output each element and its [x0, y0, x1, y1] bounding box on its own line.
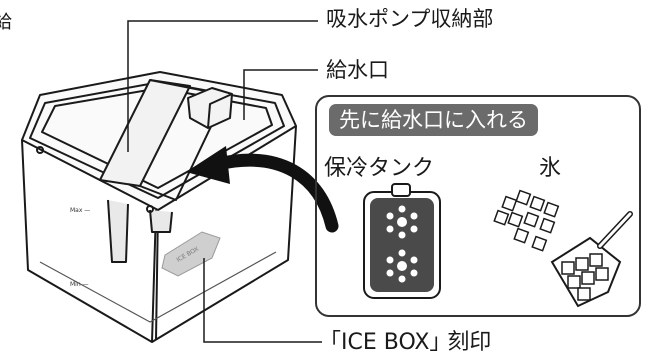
water-tank — [21, 71, 297, 343]
icebox-engraving-label: ｢ICE BOX｣ 刻印 — [330, 330, 492, 355]
ice-label: 氷 — [539, 156, 562, 181]
curved-arrow — [186, 146, 339, 233]
min-mark: Min — — [70, 281, 89, 288]
water-inlet-label: 給水口 — [326, 58, 389, 82]
cold-pack-label: 保冷タンク — [324, 156, 435, 181]
icebox-engraving-mark: ICE BOX — [161, 231, 221, 277]
leader-lines — [127, 20, 322, 343]
insert-first-badge: 先に給水口に入れる — [329, 104, 538, 136]
ice-cubes — [493, 189, 560, 252]
cut-off-label: 給 — [0, 12, 12, 33]
cold-pack — [363, 183, 441, 299]
max-mark: Max — — [70, 207, 90, 214]
instruction-panel — [315, 95, 641, 317]
pump-storage-label: 吸水ポンプ収納部 — [326, 7, 494, 31]
ice-scoop — [550, 211, 633, 308]
